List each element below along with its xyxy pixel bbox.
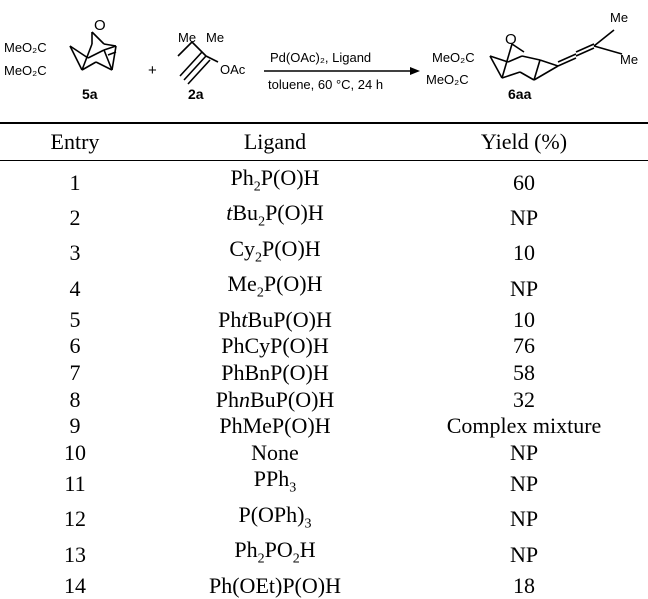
cell-entry: 5 (69, 306, 81, 332)
table-row: 3 Cy2P(O)H 10 (0, 236, 648, 271)
cell-ligand: None (251, 439, 299, 465)
cell-ligand: PhtBuP(O)H (218, 306, 332, 332)
cell-entry: 4 (69, 275, 81, 301)
cell-entry: 12 (64, 506, 86, 532)
cell-entry: 10 (64, 439, 86, 465)
cell-entry: 2 (69, 205, 81, 231)
reactant-5a-label: 5a (82, 86, 98, 102)
cell-yield: 10 (513, 240, 535, 266)
cell-ligand: PhnBuP(O)H (215, 386, 335, 412)
table-row: 6 PhCyP(O)H 76 (0, 333, 648, 360)
table-row: 10 None NP (0, 440, 648, 467)
table-row: 7 PhBnP(O)H 58 (0, 360, 648, 387)
reactant-2a-label: 2a (188, 86, 204, 102)
cell-entry: 6 (69, 333, 81, 359)
cell-yield: 76 (513, 333, 535, 359)
cell-ligand: Cy2P(O)H (229, 235, 321, 266)
product-6aa-structure (489, 29, 623, 81)
cell-ligand: tBu2P(O)H (226, 200, 324, 230)
cell-yield: NP (509, 275, 539, 301)
table-row: 1 Ph2P(O)H 60 (0, 161, 648, 201)
cell-entry: 14 (64, 572, 86, 598)
conditions-bottom: toluene, 60 °C, 24 h (268, 77, 383, 92)
conditions-top: Pd(OAc)₂, Ligand (270, 50, 371, 65)
cell-yield: 58 (513, 360, 535, 386)
cell-yield: NP (509, 470, 539, 496)
table-row: 4 Me2P(O)H NP (0, 271, 648, 306)
reaction-scheme: O MeO₂C MeO₂C 5a + Me Me OAc 2a Pd(OAc)₂… (4, 10, 638, 102)
column-header-yield: Yield (%) (480, 129, 568, 154)
cell-entry: 11 (64, 470, 86, 496)
reactant-2a-group-2: Me (206, 30, 224, 45)
cell-ligand: Ph2P(O)H (230, 165, 320, 195)
reactant-5a-group-1: MeO₂C (4, 40, 47, 55)
cell-yield: NP (509, 439, 539, 465)
cell-yield: 10 (513, 306, 535, 332)
cell-ligand: Me2P(O)H (227, 271, 323, 301)
table-row: 9 PhMeP(O)H Complex mixture (0, 413, 648, 440)
cell-yield: NP (509, 541, 539, 567)
product-6aa-o: O (505, 31, 517, 48)
product-6aa-group-4: Me (620, 52, 638, 67)
cell-entry: 9 (69, 413, 81, 439)
product-6aa-group-1: MeO₂C (432, 50, 475, 65)
cell-ligand: Ph(OEt)P(O)H (209, 572, 341, 598)
table-body: 1 Ph2P(O)H 60 2 tBu2P(O)H NP 3 Cy2P(O)H 10 4 Me2P(… (0, 161, 648, 599)
table-row: 8 PhnBuP(O)H 32 (0, 386, 648, 413)
table-row: 14 Ph(OEt)P(O)H 18 (0, 572, 648, 599)
product-6aa-group-3: Me (610, 10, 628, 25)
table-row: 12 P(OPh)3 NP (0, 502, 648, 537)
cell-entry: 7 (69, 360, 81, 386)
reactant-5a-structure (69, 31, 117, 71)
product-6aa-group-2: MeO₂C (426, 72, 469, 87)
reactant-2a-structure (177, 41, 219, 85)
table-row: 13 Ph2PO2H NP (0, 537, 648, 572)
cell-yield: NP (509, 205, 539, 231)
plus-sign: + (148, 62, 157, 79)
cell-ligand: Ph2PO2H (234, 536, 316, 567)
cell-ligand: PhBnP(O)H (221, 360, 329, 386)
cell-ligand: PhMeP(O)H (219, 413, 331, 439)
reaction-arrow-head (410, 67, 420, 75)
cell-yield: 18 (513, 572, 535, 598)
cell-entry: 13 (64, 541, 86, 567)
reactant-2a-group-3: OAc (220, 62, 246, 77)
cell-yield: NP (509, 506, 539, 532)
table-row: 11 PPh3 NP (0, 466, 648, 501)
cell-yield: 32 (513, 386, 535, 412)
cell-ligand: P(OPh)3 (238, 501, 312, 531)
table-row: 5 PhtBuP(O)H 10 (0, 307, 648, 334)
cell-yield: 60 (513, 169, 535, 195)
product-6aa-label: 6aa (508, 86, 532, 102)
table-row: 2 tBu2P(O)H NP (0, 200, 648, 235)
reactant-5a-o: O (94, 17, 106, 34)
reactant-2a-group-1: Me (178, 30, 196, 45)
column-header-entry: Entry (50, 129, 100, 154)
ligand-screening-table: Entry Ligand Yield (%) 1 Ph2P(O)H 60 2 tBu2P… (0, 122, 648, 599)
column-header-ligand: Ligand (243, 129, 307, 154)
table-header-row: Entry Ligand Yield (%) (0, 123, 648, 161)
reactant-5a-group-2: MeO₂C (4, 63, 47, 78)
cell-entry: 1 (69, 169, 81, 195)
cell-yield: Complex mixture (446, 413, 602, 439)
cell-entry: 8 (69, 386, 81, 412)
cell-entry: 3 (69, 240, 81, 266)
cell-ligand: PPh3 (253, 466, 297, 496)
cell-ligand: PhCyP(O)H (221, 333, 329, 359)
